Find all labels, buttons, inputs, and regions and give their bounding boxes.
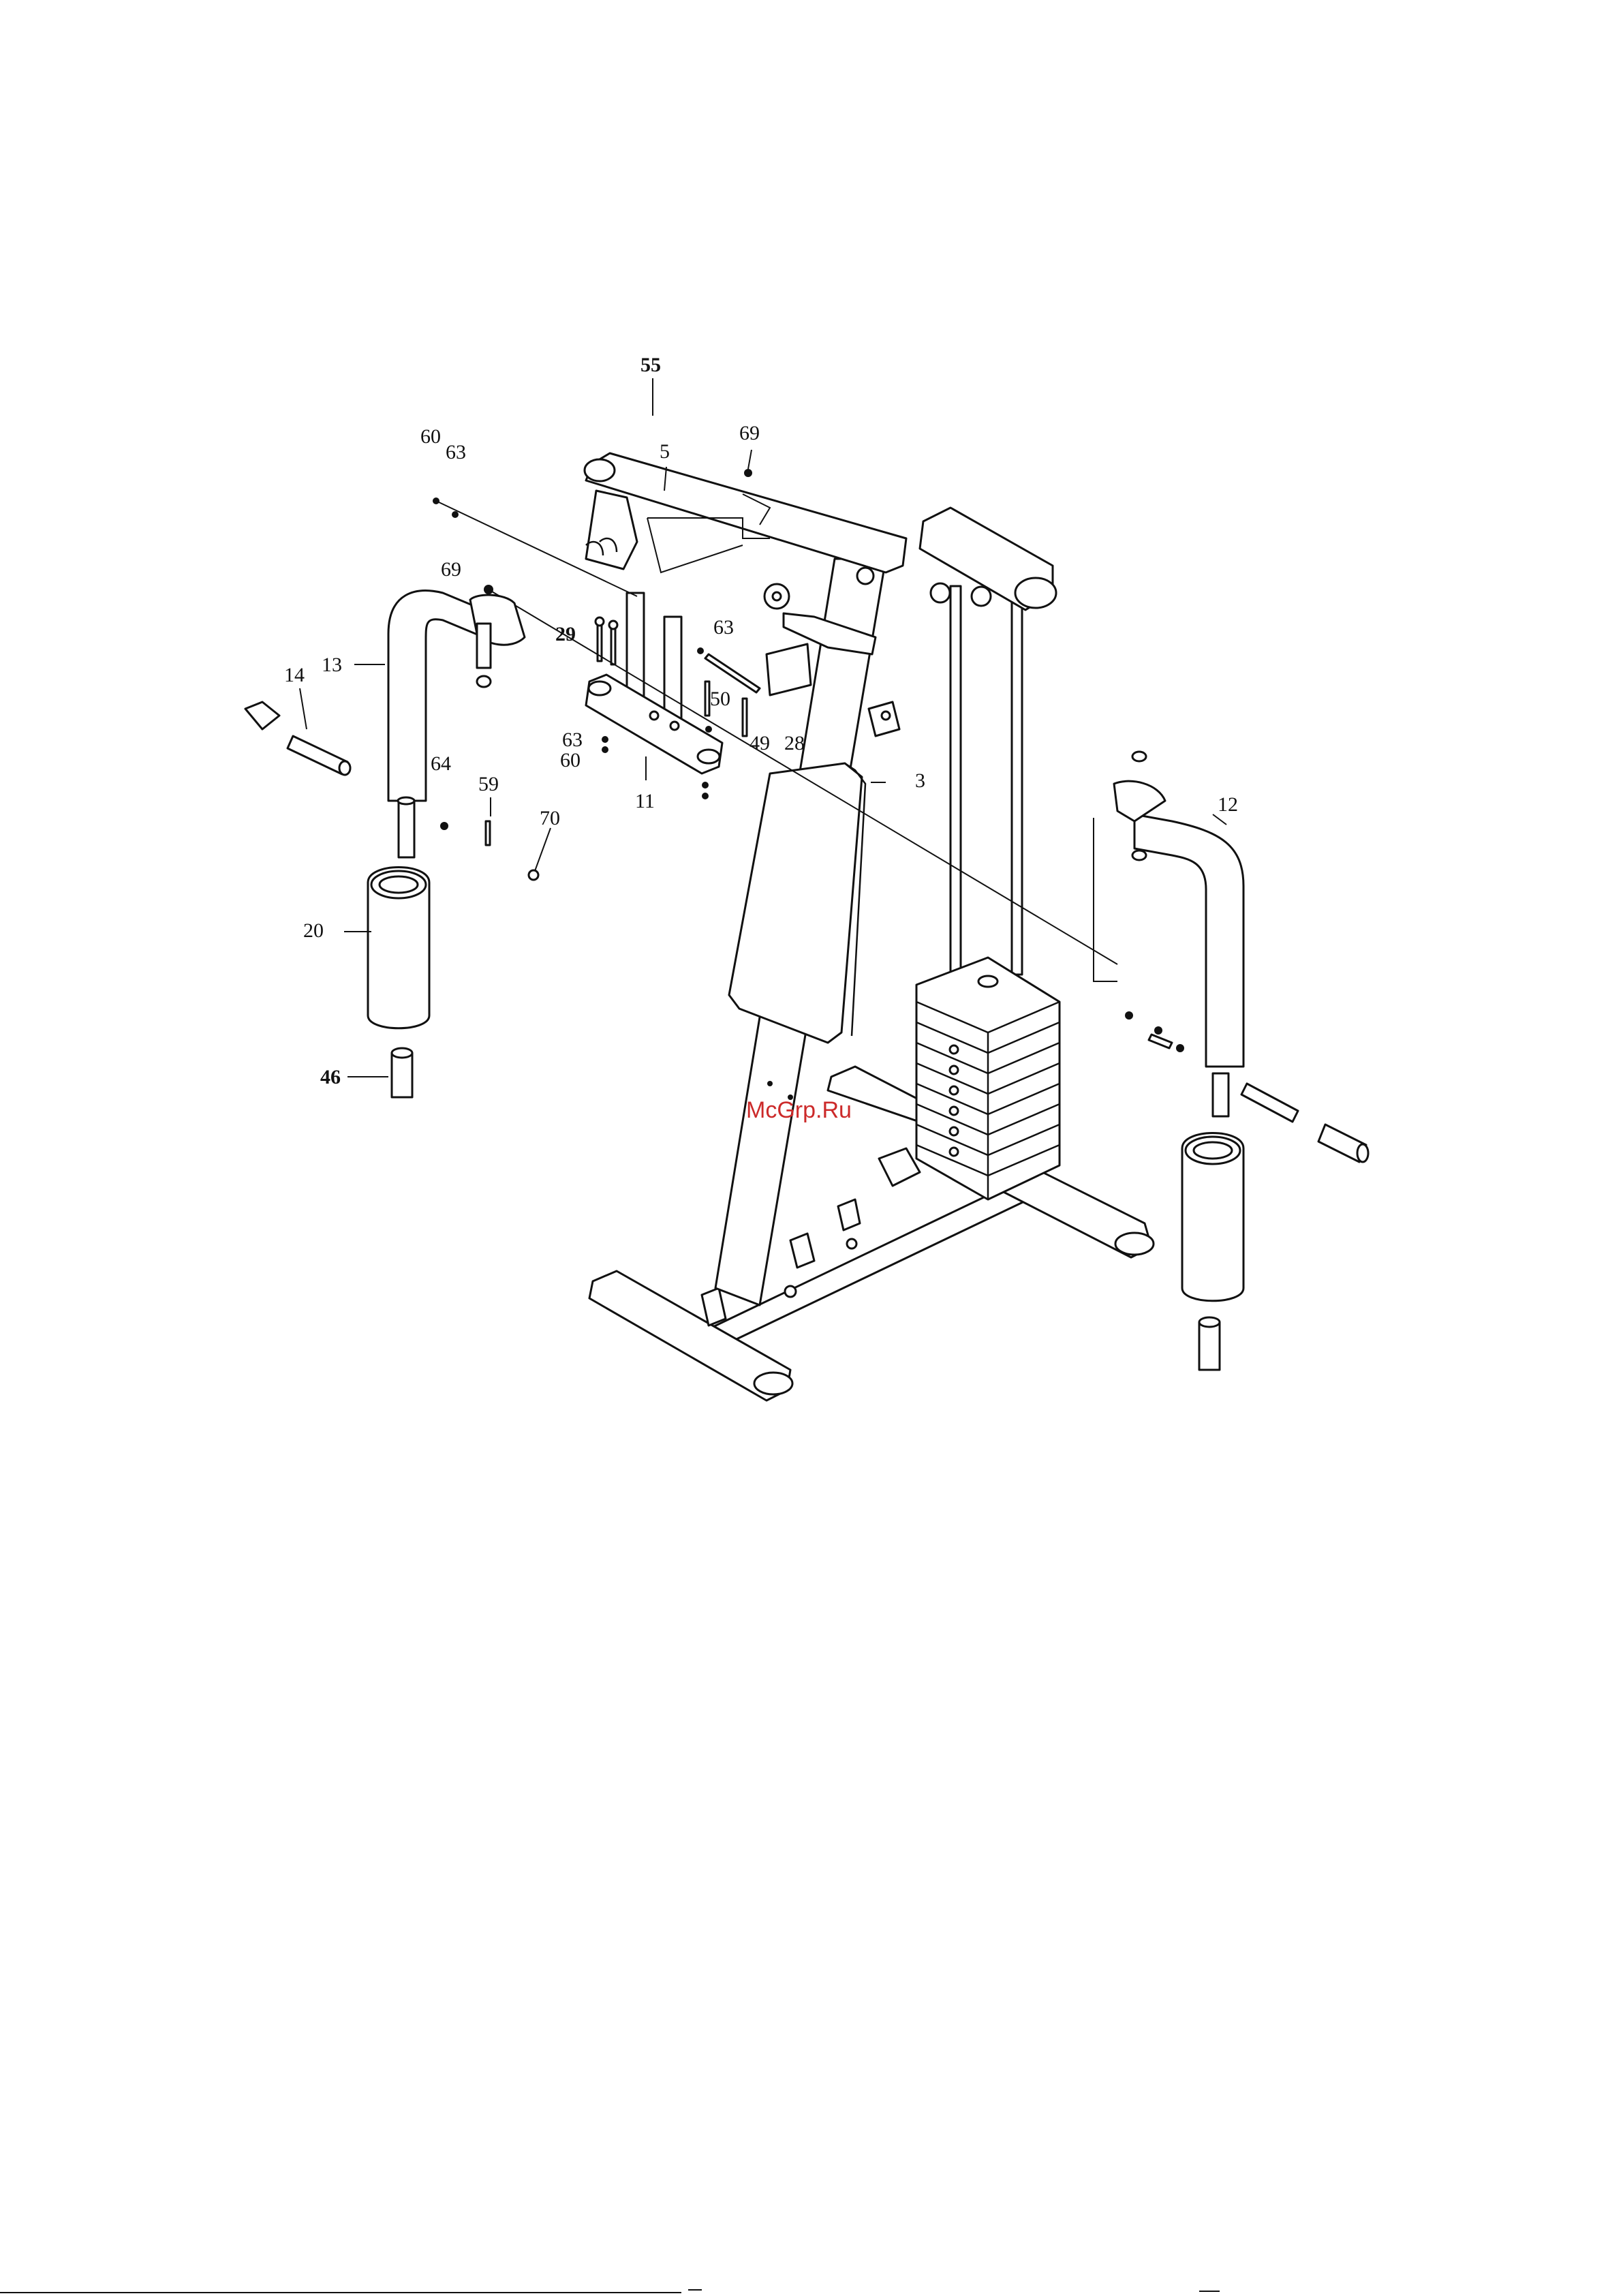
callout-20: 20 xyxy=(303,919,324,942)
callout-63: 63 xyxy=(446,441,466,463)
left-bushing xyxy=(392,1048,412,1097)
callout-29: 29 xyxy=(555,623,576,645)
callout-60: 60 xyxy=(560,749,581,771)
left-handle xyxy=(245,702,350,775)
callout-63: 63 xyxy=(562,729,583,751)
callout-28: 28 xyxy=(784,732,805,754)
callout-3: 3 xyxy=(915,769,925,792)
back-pad xyxy=(729,763,865,1043)
callout-69: 69 xyxy=(441,558,461,581)
arm-support-bracket xyxy=(586,593,722,774)
callout-50: 50 xyxy=(710,688,730,710)
callout-59: 59 xyxy=(478,773,499,795)
callout-12: 12 xyxy=(1218,793,1238,816)
callout-63: 63 xyxy=(713,616,734,639)
callout-64: 64 xyxy=(431,752,451,775)
callout-70: 70 xyxy=(540,807,560,829)
right-handle xyxy=(1241,1084,1368,1162)
guide-rods xyxy=(950,586,1022,975)
callout-14: 14 xyxy=(284,664,305,686)
callout-55: 55 xyxy=(640,354,661,376)
callout-60: 60 xyxy=(420,425,441,448)
callout-13: 13 xyxy=(322,654,342,676)
left-roller-pad xyxy=(368,868,429,1028)
right-bushing xyxy=(1199,1317,1220,1370)
callout-49: 49 xyxy=(749,732,770,754)
watermark-text: McGrp.Ru xyxy=(746,1097,852,1123)
callout-5: 5 xyxy=(660,440,670,463)
callout-69: 69 xyxy=(739,422,760,444)
right-roller-pad xyxy=(1182,1133,1243,1301)
page-bottom-marks xyxy=(0,2290,1220,2293)
callout-46: 46 xyxy=(320,1066,341,1088)
left-arm xyxy=(388,591,525,857)
weight-stack xyxy=(916,958,1060,1199)
callout-11: 11 xyxy=(635,790,655,812)
base-frame xyxy=(589,1067,1154,1400)
